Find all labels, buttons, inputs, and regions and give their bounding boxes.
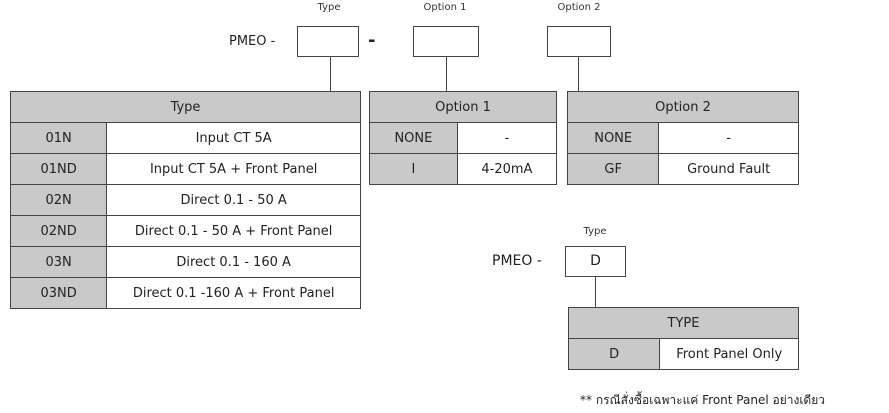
option2-connector xyxy=(578,57,579,91)
front-panel-table-header: TYPE xyxy=(568,307,799,339)
front-panel-code: D xyxy=(567,338,661,370)
option2-code: NONE xyxy=(566,122,660,154)
table-row: GF Ground Fault xyxy=(566,153,799,185)
table-row: 03N Direct 0.1 - 160 A xyxy=(9,246,361,278)
option1-desc: 4-20mA xyxy=(456,153,558,185)
option2-label: Option 2 xyxy=(557,2,601,13)
second-type-label: Type xyxy=(583,226,607,237)
type-code: 01ND xyxy=(9,153,108,185)
table-row: 02ND Direct 0.1 - 50 A + Front Panel xyxy=(9,215,361,247)
option1-code: I xyxy=(369,153,458,185)
second-code-prefix: PMEO - xyxy=(492,253,542,269)
table-row: D Front Panel Only xyxy=(567,338,799,370)
code-separator: - xyxy=(368,30,376,51)
type-desc: Direct 0.1 - 50 A + Front Panel xyxy=(106,215,361,247)
option2-table-header: Option 2 xyxy=(567,91,799,123)
type-label: Type xyxy=(317,2,341,13)
type-table-header: Type xyxy=(10,91,361,123)
table-row: 01ND Input CT 5A + Front Panel xyxy=(9,153,361,185)
second-type-connector xyxy=(595,277,596,307)
table-row: 03ND Direct 0.1 -160 A + Front Panel xyxy=(9,277,361,309)
type-code: 02ND xyxy=(9,215,108,247)
table-row: 01N Input CT 5A xyxy=(9,122,361,154)
option1-connector xyxy=(446,57,447,91)
type-connector xyxy=(330,57,331,91)
type-code: 02N xyxy=(9,184,108,216)
option1-code: NONE xyxy=(369,122,458,154)
option2-desc: - xyxy=(658,122,799,154)
option1-table: Option 1 NONE - I 4-20mA xyxy=(369,91,558,185)
type-code-box xyxy=(297,26,359,57)
table-row: NONE - xyxy=(566,122,799,154)
front-panel-table: TYPE D Front Panel Only xyxy=(567,307,799,370)
option2-table: Option 2 NONE - GF Ground Fault xyxy=(566,91,799,185)
table-row: I 4-20mA xyxy=(369,153,558,185)
front-panel-desc: Front Panel Only xyxy=(659,338,799,370)
type-code: 03ND xyxy=(9,277,108,309)
type-desc: Input CT 5A + Front Panel xyxy=(106,153,361,185)
option2-code-box xyxy=(547,26,611,57)
type-desc: Direct 0.1 - 50 A xyxy=(106,184,361,216)
front-panel-note: ** กรณีสั่งซื้อเฉพาะแค่ Front Panel อย่า… xyxy=(580,393,825,407)
code-prefix: PMEO - xyxy=(229,34,276,49)
type-code: 03N xyxy=(9,246,108,278)
type-code: 01N xyxy=(9,122,108,154)
type-table: Type 01N Input CT 5A 01ND Input CT 5A + … xyxy=(9,91,361,309)
option1-code-box xyxy=(413,26,479,57)
type-desc: Input CT 5A xyxy=(106,122,361,154)
option2-code: GF xyxy=(566,153,660,185)
second-type-code-value: D xyxy=(590,253,601,269)
table-row: NONE - xyxy=(369,122,558,154)
option1-desc: - xyxy=(456,122,558,154)
table-row: 02N Direct 0.1 - 50 A xyxy=(9,184,361,216)
option1-table-header: Option 1 xyxy=(369,91,557,123)
option1-label: Option 1 xyxy=(423,2,467,13)
option2-desc: Ground Fault xyxy=(658,153,799,185)
type-desc: Direct 0.1 -160 A + Front Panel xyxy=(106,277,361,309)
type-desc: Direct 0.1 - 160 A xyxy=(106,246,361,278)
second-type-code-box: D xyxy=(565,246,626,277)
